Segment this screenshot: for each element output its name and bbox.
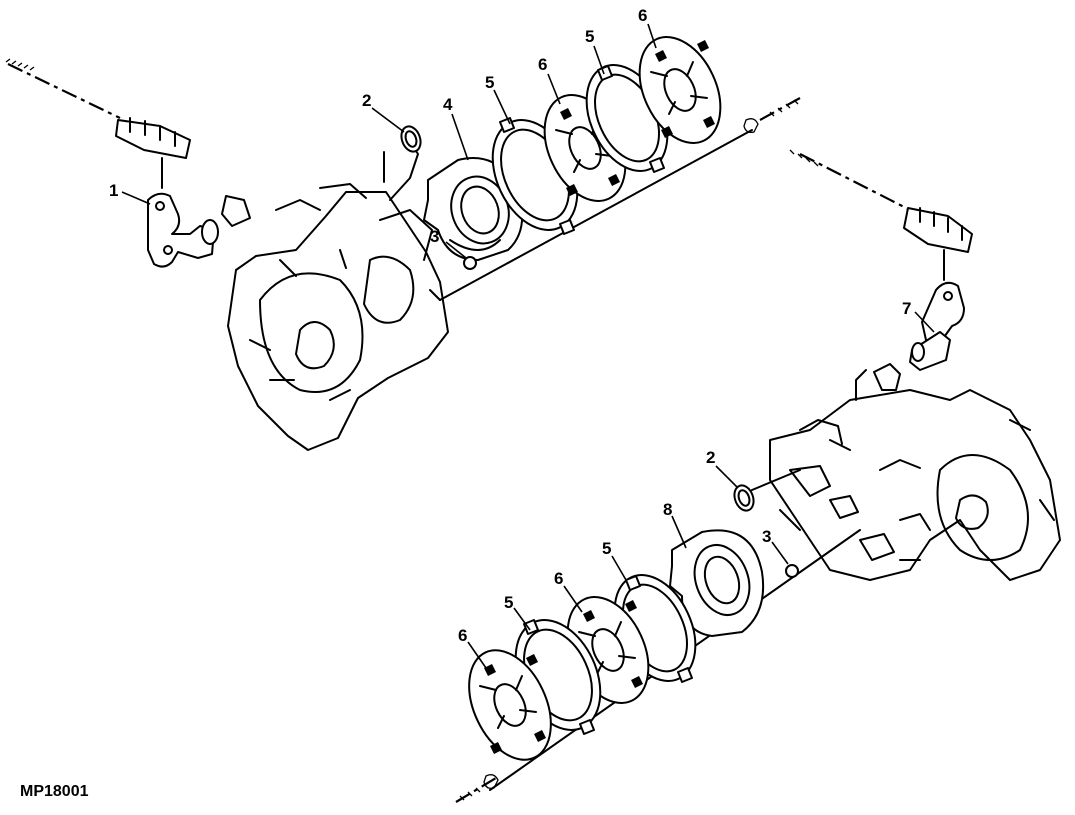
lower-shaft-tip-left: [455, 774, 499, 803]
callout-number: 3: [762, 527, 771, 546]
callout-8: 8: [663, 500, 687, 549]
lower-transmission-case: [769, 369, 1061, 581]
callout-2-upper: 2: [362, 91, 405, 133]
callout-6-upper-a: 6: [538, 55, 561, 105]
upper-shaft-tip-right: [743, 97, 801, 134]
callout-number: 3: [430, 227, 439, 246]
callout-3-lower: 3: [762, 527, 789, 565]
callout-number: 6: [638, 6, 647, 25]
callout-7: 7: [902, 299, 935, 333]
part-2-snap-ring-upper: [400, 125, 422, 153]
callout-number: 5: [585, 27, 594, 46]
callout-number: 2: [706, 448, 715, 467]
callout-6-lower-b: 6: [554, 569, 583, 613]
callout-number: 5: [485, 73, 494, 92]
callout-1: 1: [109, 181, 151, 205]
part-8-piston: [669, 529, 765, 637]
callout-5-upper-b: 5: [585, 27, 605, 75]
callout-5-lower-b: 5: [602, 539, 627, 581]
callout-number: 1: [109, 181, 118, 200]
upper-shaft-left: [5, 58, 191, 189]
figure-id-label: MP18001: [20, 783, 89, 800]
part-3-ball-upper: [463, 256, 477, 270]
callout-3-upper: 3: [430, 227, 467, 259]
callout-5-upper-a: 5: [485, 73, 511, 125]
part-6-friction-disc-lower-a: [468, 649, 552, 761]
callout-6-upper-b: 6: [638, 6, 657, 49]
upper-axis-bracket: [429, 289, 441, 301]
part-3-ball-lower: [785, 564, 799, 578]
part-6-friction-disc-upper-b: [638, 36, 722, 144]
callout-6-lower-a: 6: [458, 626, 487, 669]
callout-2-lower: 2: [706, 448, 739, 489]
callout-number: 8: [663, 500, 672, 519]
part-2-snap-ring-lower: [733, 469, 801, 512]
callout-number: 7: [902, 299, 911, 318]
callout-5-lower-a: 5: [504, 593, 531, 631]
part-7-shift-lever: [873, 281, 965, 391]
callout-number: 6: [458, 626, 467, 645]
callout-number: 4: [443, 95, 453, 114]
callout-number: 2: [362, 91, 371, 110]
lower-shaft-right: [789, 149, 973, 281]
callout-number: 6: [538, 55, 547, 74]
callout-number: 6: [554, 569, 563, 588]
upper-assembly-axis: [439, 129, 753, 301]
callout-number: 5: [602, 539, 611, 558]
callout-4: 4: [443, 95, 469, 161]
upper-transmission-case: [227, 147, 449, 451]
part-1-shift-lever: [147, 192, 251, 268]
callout-number: 5: [504, 593, 513, 612]
